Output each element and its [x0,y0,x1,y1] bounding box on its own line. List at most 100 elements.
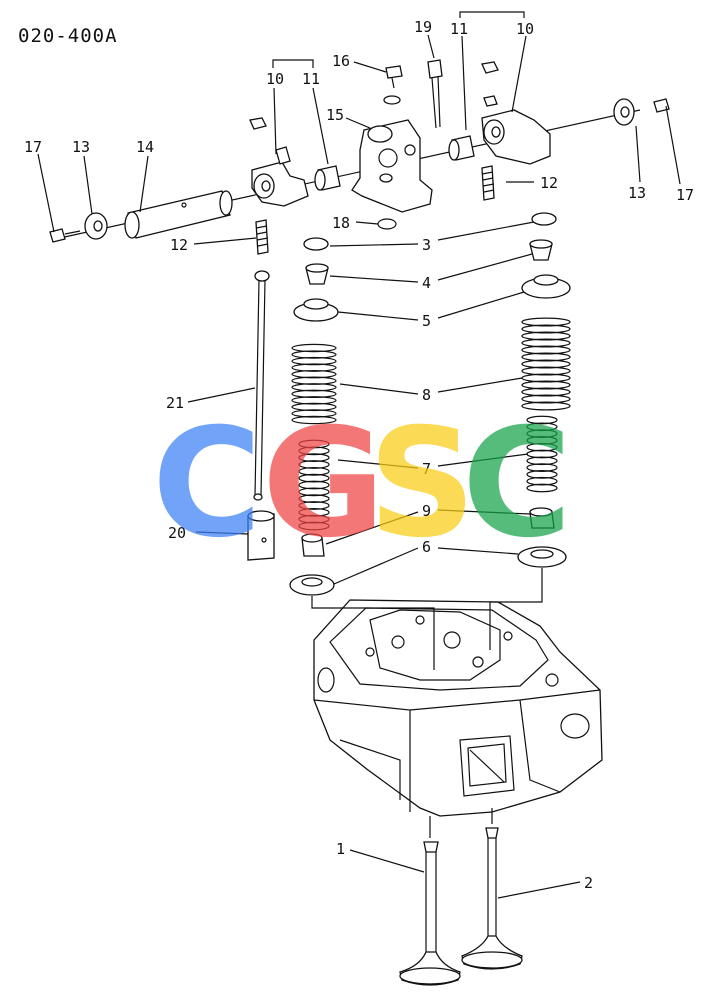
spring-coil [526,470,558,479]
leader-lines [37,11,681,899]
spring-coil [521,338,571,348]
part-19-long-bolt [427,59,443,129]
spring-coil [298,487,330,497]
callout-3: 3 [422,236,431,254]
spring-coil [521,387,571,397]
spring-coil [521,394,571,404]
spring-coil [291,369,337,379]
spring-coil [521,324,571,334]
part-17-right-bolt [653,98,670,113]
spring-coil [291,350,337,359]
callout-16: 16 [332,52,350,70]
callout-2: 2 [584,874,593,892]
part-14-rocker-shaft [124,190,233,239]
callout-12-left: 12 [170,236,188,254]
callout-13-left: 13 [72,138,90,156]
callout-4: 4 [422,274,431,292]
part-21-push-rod [253,270,270,501]
part-16-bolt [383,65,403,105]
callout-labels: 19 11 10 16 10 11 15 17 13 14 12 18 12 3… [24,18,694,892]
callout-14: 14 [136,138,154,156]
spring-coil [291,383,337,392]
part-12-left-adjust-screw [255,219,269,255]
diagram-code: 020-400A [18,25,118,47]
spring-coil [526,429,558,438]
part-9-stem-seals [301,507,555,557]
spring-coil [298,439,330,449]
spring-coil [526,442,558,452]
part-12-right-adjust-screw [481,165,495,201]
callout-19: 19 [414,18,432,36]
spring-coil [298,480,330,490]
part-15-rocker-bracket [351,119,433,213]
spring-coil [298,453,330,463]
spring-coil [298,521,330,531]
spring-coil [298,466,330,476]
callout-7: 7 [422,460,431,478]
spring-coil [521,401,571,411]
part-1-valve [399,841,461,986]
callout-8: 8 [422,386,431,404]
spring-coil [521,380,571,390]
spring-coil [298,501,330,510]
spring-coil [291,389,337,399]
part-13-right-washer [613,98,635,126]
part-2-valve [461,827,523,970]
spring-coil [298,507,330,517]
spring-coil [521,366,571,376]
part-10-left-rocker-arm [251,146,309,207]
part-13-left-washer [84,212,108,240]
spring-coil [291,409,337,418]
spring-coil [526,456,558,466]
right-adjust-nut [481,61,499,107]
spring-coil [526,476,558,486]
part-10-right-rocker-arm [481,109,551,165]
spring-coil [291,363,337,372]
spring-coil [291,402,337,412]
spring-coil [291,356,337,366]
callout-5: 5 [422,312,431,330]
spring-coil [298,473,330,483]
spring-coil [298,460,330,469]
spring-coil [526,436,558,445]
part-11-left-spacer [314,165,341,191]
callout-13-right: 13 [628,184,646,202]
callout-15: 15 [326,106,344,124]
callout-11-left: 11 [302,70,320,88]
spring-coil [521,352,571,362]
spring-coil [521,359,571,369]
part-6-spring-seats [289,546,567,596]
part-4-cotters [305,239,553,285]
callout-21: 21 [166,394,184,412]
callout-1: 1 [336,840,345,858]
spring-coil [291,396,337,405]
part-18-o-ring [377,218,397,230]
spring-coil [298,494,330,504]
spring-coil [521,345,571,355]
spring-coil [521,331,571,341]
callout-20: 20 [168,524,186,542]
spring-coil [291,343,337,353]
assembly-guide-lines [311,568,543,838]
watermark: C G S C [152,397,572,571]
spring-coil [526,463,558,472]
callout-18: 18 [332,214,350,232]
part-3-valve-caps [303,212,557,251]
left-adjust-nut [249,117,267,130]
spring-coil [526,422,558,432]
callout-10-left: 10 [266,70,284,88]
spring-coil [298,514,330,524]
spring-coil [526,483,558,493]
part-11-right-spacer [448,135,475,161]
callout-6: 6 [422,538,431,556]
spring-coil [291,376,337,385]
part-17-left-bolt [49,228,81,243]
watermark-letter-g: G [262,397,385,571]
callout-12-right: 12 [540,174,558,192]
part-20-tappet [247,510,275,561]
callout-9: 9 [422,502,431,520]
spring-coil [521,317,571,327]
callout-17-left: 17 [24,138,42,156]
